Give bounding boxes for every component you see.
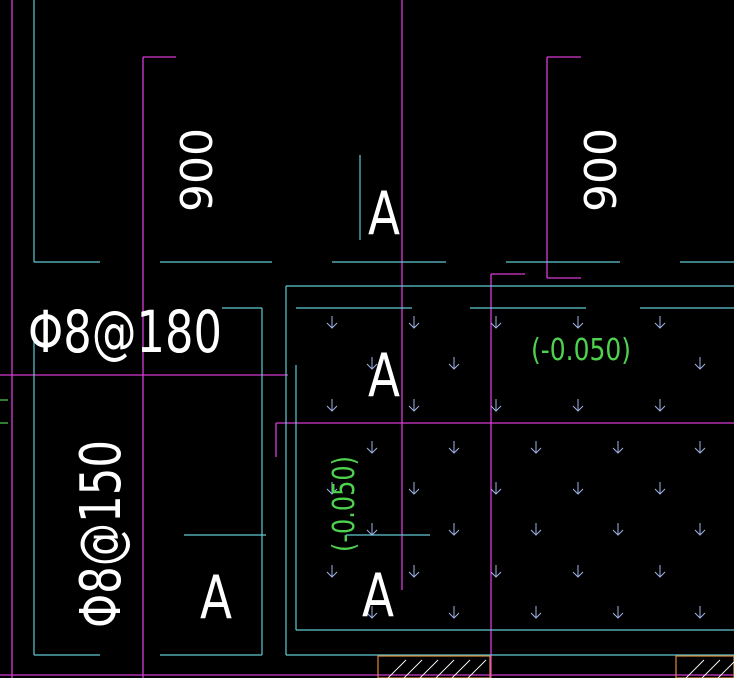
load-arrow: [448, 606, 460, 619]
load-arrow: [490, 565, 502, 578]
load-arrow: [408, 565, 420, 578]
rebar-horizontal-label: Φ8@180: [28, 298, 222, 366]
load-arrow: [612, 441, 624, 454]
load-arrow: [694, 523, 706, 536]
load-arrow: [366, 523, 378, 536]
load-arrow: [408, 399, 420, 412]
load-arrow: [490, 482, 502, 495]
section-mark-a: A: [368, 341, 400, 411]
load-arrow: [654, 482, 666, 495]
load-arrow: [572, 316, 584, 329]
load-arrow: [326, 482, 338, 495]
load-arrow: [530, 523, 542, 536]
load-arrow: [572, 565, 584, 578]
load-arrow: [654, 565, 666, 578]
load-arrow: [366, 606, 378, 619]
load-arrow: [530, 606, 542, 619]
load-arrow: [326, 399, 338, 412]
load-arrow: [694, 606, 706, 619]
dimension-left-label: 900: [172, 128, 223, 212]
dimension-right-label: 900: [576, 128, 627, 212]
cyan-lines: [33, 0, 734, 656]
load-arrow: [448, 523, 460, 536]
section-mark-a: A: [362, 561, 394, 631]
load-arrow: [572, 399, 584, 412]
level-label-left: (-0.050): [327, 456, 362, 552]
load-arrow: [612, 523, 624, 536]
load-arrow: [694, 357, 706, 370]
load-arrow: [366, 357, 378, 370]
load-arrow: [612, 606, 624, 619]
load-arrow: [408, 482, 420, 495]
rebar-vertical-label: Φ8@150: [69, 440, 134, 628]
load-arrow: [448, 441, 460, 454]
load-arrow: [408, 316, 420, 329]
load-arrow: [326, 316, 338, 329]
load-arrow: [326, 565, 338, 578]
load-arrow: [366, 441, 378, 454]
green-ticks: [0, 399, 8, 424]
load-arrow: [490, 399, 502, 412]
section-mark-a: A: [200, 563, 232, 633]
load-arrow: [448, 357, 460, 370]
load-arrow: [694, 441, 706, 454]
load-arrow: [490, 316, 502, 329]
load-arrow: [654, 399, 666, 412]
load-arrows: [326, 316, 706, 619]
hatch-blocks: [377, 655, 734, 678]
level-label-right: (-0.050): [531, 333, 631, 368]
section-mark-a: A: [368, 179, 400, 249]
load-arrow: [654, 316, 666, 329]
load-arrow: [572, 482, 584, 495]
load-arrow: [530, 441, 542, 454]
